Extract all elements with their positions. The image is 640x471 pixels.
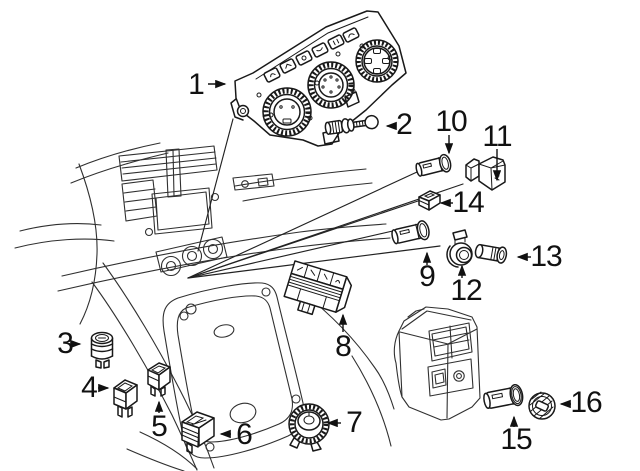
callout-arrows: [70, 79, 571, 439]
callout-16: 16: [570, 386, 602, 419]
callout-11: 11: [482, 120, 512, 153]
center-vent: [118, 145, 218, 198]
part-4-switch: [113, 379, 138, 418]
callout-3: 3: [57, 327, 74, 360]
callout-4: 4: [81, 371, 98, 404]
part-2-bulb: [324, 114, 379, 135]
hvac-knob-middle: [307, 61, 355, 109]
callout-8: 8: [335, 330, 352, 363]
callout-10: 10: [435, 105, 467, 138]
part-15-rear-socket: [483, 383, 524, 410]
callout-13: 13: [530, 240, 562, 273]
part-13-lighter-plug: [474, 243, 508, 264]
part-10-socket: [415, 153, 452, 177]
part-12-socket-housing: [446, 229, 473, 268]
callout-9: 9: [419, 260, 436, 293]
hvac-knob-left: [262, 87, 312, 137]
callout-14: 14: [452, 186, 484, 219]
callout-5: 5: [151, 410, 168, 443]
callout-1: 1: [188, 68, 205, 101]
part-6-switch: [181, 411, 215, 454]
callout-2: 2: [396, 108, 413, 141]
part-3-lighter-element: [90, 331, 114, 369]
hvac-buttons: [263, 27, 360, 83]
part-7-rotary-knob: [288, 403, 330, 452]
hvac-knob-right: [355, 39, 399, 83]
rear-console-illustration: [393, 306, 481, 421]
part-9-socket: [391, 220, 430, 245]
left-vent: [121, 179, 158, 222]
leader-lines: [187, 118, 464, 279]
part-16-socket-cap: [528, 391, 556, 420]
callout-12: 12: [450, 274, 482, 307]
part-8-switch-bank: [283, 260, 353, 316]
part-1-climate-control-panel: [230, 10, 407, 147]
infotainment-screen: [151, 187, 213, 235]
part-14-cap: [418, 190, 441, 211]
callout-7: 7: [346, 406, 363, 439]
part-5-switch: [147, 362, 171, 397]
climate-knob-row: [155, 236, 228, 277]
callout-6: 6: [236, 418, 253, 451]
callout-15: 15: [500, 423, 532, 456]
part-11-retainer-bracket: [465, 156, 506, 191]
